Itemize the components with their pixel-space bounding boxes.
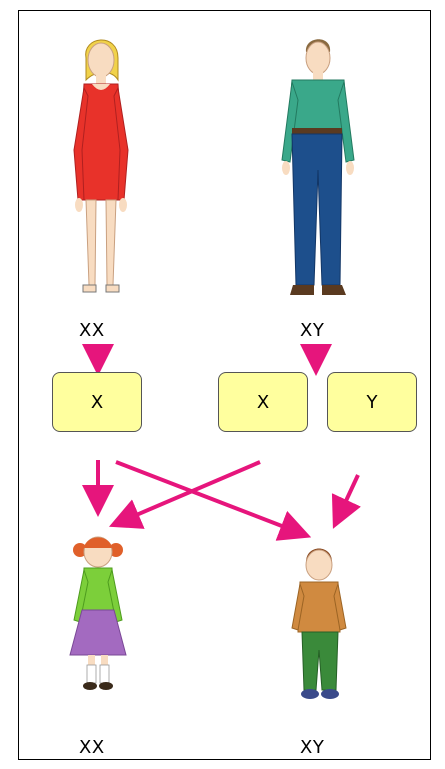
arrow-father-x-to-daughter [108,460,261,529]
mother-genotype: XX [79,320,105,341]
arrow-father-y-to-son [331,474,361,529]
gamete-mother-x: X [52,372,142,432]
son-figure [291,548,347,699]
arrow-mother-x-to-son [115,460,312,541]
daughter-genotype: XX [79,737,105,758]
mother-figure [73,39,129,293]
daughter-figure [69,536,127,690]
father-figure [281,39,355,295]
gamete-father-y: Y [327,372,417,432]
inheritance-arrows [82,344,361,541]
father-genotype: XY [300,320,325,341]
son-genotype: XY [300,737,325,758]
gamete-father-x: X [218,372,308,432]
diagram-frame [18,10,431,760]
